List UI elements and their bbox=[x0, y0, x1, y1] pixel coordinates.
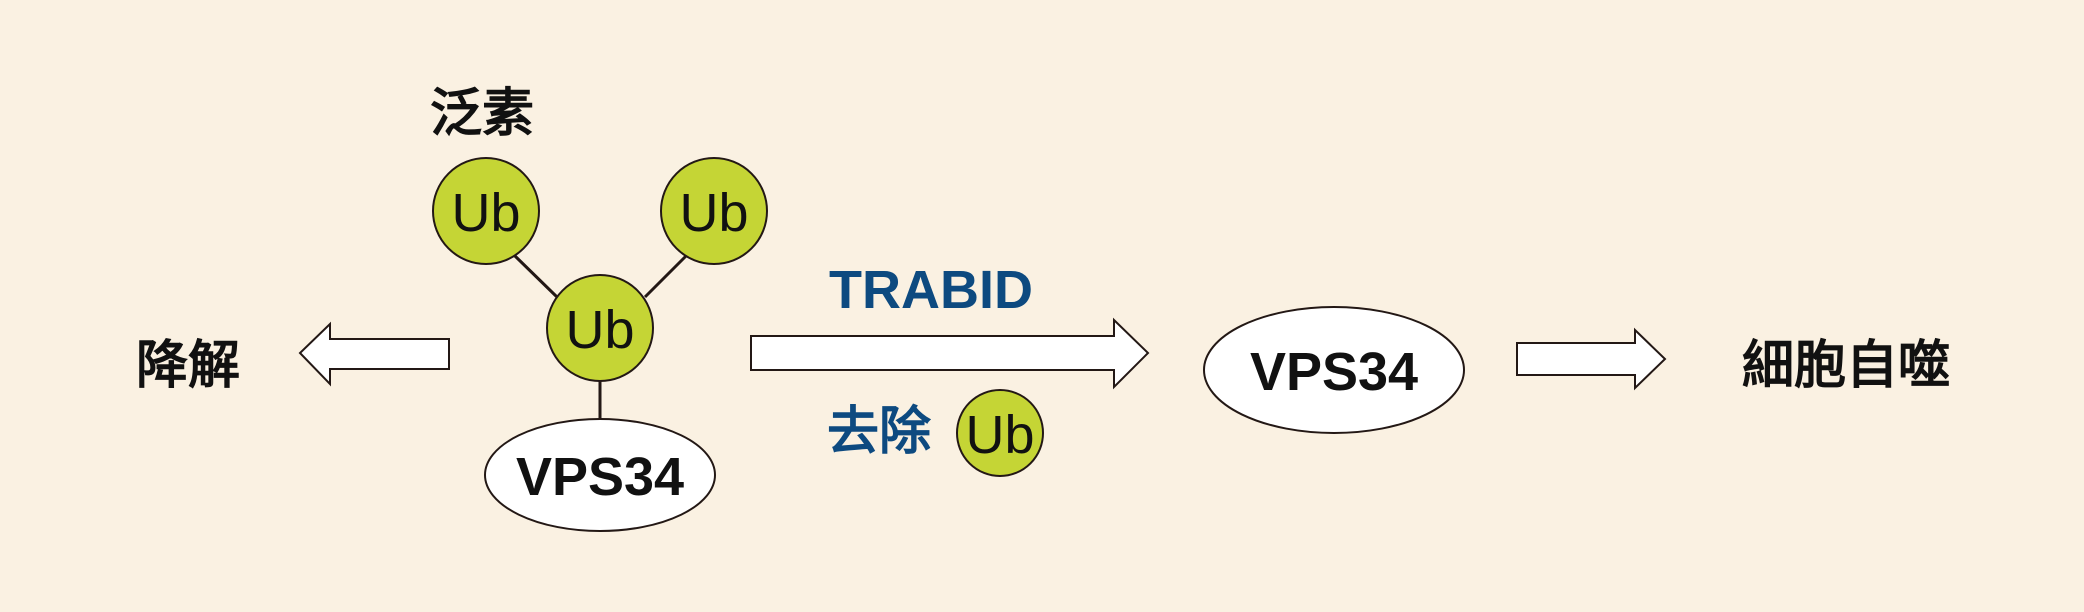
vps34-label: VPS34 bbox=[516, 447, 684, 507]
vps34-free: VPS34 bbox=[1203, 306, 1465, 434]
ub-node-removed: Ub bbox=[956, 389, 1044, 477]
trabid-label: TRABID bbox=[829, 260, 1033, 320]
arrow-right-icon bbox=[1516, 327, 1667, 391]
ubiquitin-label: 泛素 bbox=[430, 84, 534, 144]
bond-top-right bbox=[643, 254, 688, 299]
remove-label: 去除 bbox=[827, 402, 932, 462]
vps34-label: VPS34 bbox=[1250, 342, 1418, 402]
autophagy-label: 細胞自噬 bbox=[1742, 336, 1950, 396]
ub-node-center: Ub bbox=[546, 274, 654, 382]
bond-top-left bbox=[513, 254, 559, 299]
degradation-label: 降解 bbox=[136, 336, 240, 396]
arrow-right-icon bbox=[750, 317, 1150, 390]
ub-label: Ub bbox=[451, 183, 520, 243]
ub-label: Ub bbox=[565, 300, 634, 360]
ub-label: Ub bbox=[679, 183, 748, 243]
ub-node-top-left: Ub bbox=[432, 157, 540, 265]
ub-node-top-right: Ub bbox=[660, 157, 768, 265]
arrow-left-icon bbox=[298, 321, 450, 387]
ub-label: Ub bbox=[965, 405, 1034, 465]
vps34-ubiquitinated: VPS34 bbox=[484, 418, 716, 532]
